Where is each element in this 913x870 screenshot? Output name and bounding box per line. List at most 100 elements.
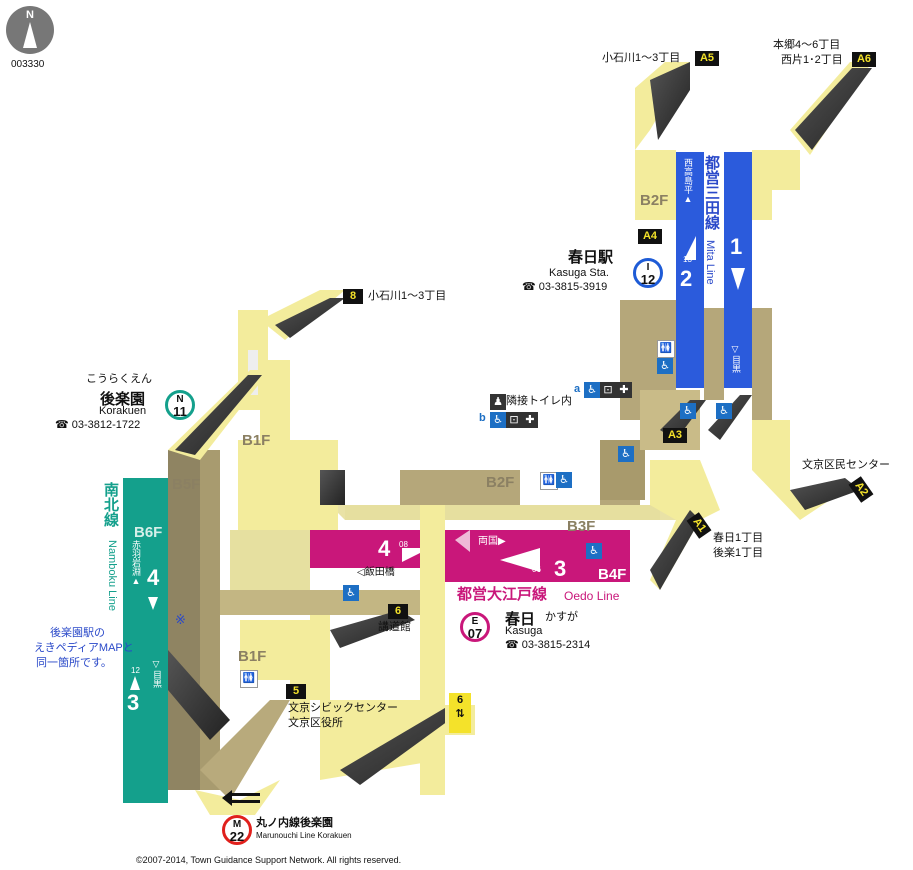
exit-a3[interactable]: A3 (663, 428, 687, 443)
mita-dir-1: ▽目黒 (731, 345, 741, 373)
ekipedia-marker: ※ (175, 612, 186, 627)
kasuga-oedo-line-letter: E (471, 616, 479, 627)
north-label: N (26, 9, 34, 21)
central-concourse (210, 290, 475, 795)
namboku-line-name: 南北線 (102, 482, 119, 527)
wheelchair-icon-b: ♿ (490, 412, 506, 428)
korakuen-phone: ☎ 03-3812-1722 (55, 419, 141, 431)
exit-a5-label: 小石川1～3丁目 (602, 52, 681, 64)
kasuga-mita-line-letter: I (646, 262, 650, 273)
kasuga-mita-phone: ☎ 03-3815-3919 (522, 281, 608, 293)
copyright: ©2007-2014, Town Guidance Support Networ… (136, 855, 402, 865)
korakuen-name: 後楽園 (100, 391, 146, 408)
floor-b6f: B6F (134, 524, 163, 541)
exit-6-label: 講道館 (378, 621, 411, 633)
map-code: 003330 (11, 59, 45, 70)
exit-5-label-1: 文京シビックセンター (288, 702, 398, 714)
toilet-person-icon: ♟ (490, 394, 506, 410)
elevator-icon-a: ♿ (680, 403, 696, 419)
marunouchi-number: 22 (229, 829, 245, 844)
baby-seat-icon: ⊡ (600, 382, 616, 398)
kasuga-oedo-kana: かすが (545, 611, 578, 623)
north-compass: N (6, 6, 54, 54)
mita-platforms (676, 152, 752, 388)
namboku-line-name-en: Namboku Line (106, 540, 118, 611)
namboku-platform (123, 478, 168, 803)
namboku-platform-4: 4 (147, 565, 160, 590)
exit-a6-label-1: 本郷4～6丁目 (773, 39, 841, 51)
exit-a1-label-2: 後楽1丁目 (713, 547, 764, 559)
namboku-dir-4: 赤羽岩淵▲ (131, 540, 141, 586)
kasuga-mita-number-badge: I 12 (633, 258, 663, 288)
ekipedia-note-3: 同一箇所です。 (36, 657, 112, 669)
elevator-icon-mita: ♿ (657, 358, 673, 374)
accessible-icon: ♿ (556, 472, 572, 488)
marunouchi-number-badge: M 22 (222, 815, 252, 845)
marunouchi-arrow (222, 790, 260, 806)
elevator-icon-exit6: ⇅ (455, 708, 465, 720)
mita-line-name: 都営三田線 (703, 155, 720, 230)
oedo-num-08: 08 (399, 540, 408, 549)
mita-dir-2: 西高島平▲ (683, 158, 693, 204)
floor-b3f: B3F (567, 518, 596, 535)
kasuga-mita-number: 12 (640, 272, 656, 287)
marunouchi-name-en: Marunouchi Line Korakuen (256, 831, 352, 840)
kasuga-oedo-name: 春日 (505, 611, 536, 628)
ekipedia-note-2: えきペディアMAPと (34, 642, 134, 654)
oedo-line-name: 都営大江戸線 (457, 586, 548, 603)
namboku-num-12: 12 (131, 666, 140, 675)
kasuga-mita-name: 春日駅 (568, 249, 614, 266)
oedo-dir-4: ◁飯田橋 (357, 567, 395, 578)
ekipedia-note-1: 後楽園駅の (50, 627, 105, 639)
oedo-platform-3: 3 (554, 556, 567, 581)
wheelchair-icon: ♿ (584, 382, 600, 398)
korakuen-kana: こうらくえん (86, 373, 152, 385)
ostomate-icon: ✚ (616, 382, 632, 398)
exit-6-elevator[interactable]: 6⇅ (449, 693, 471, 733)
namboku-dir-3: ▽目黒 (152, 660, 162, 688)
oedo-dir-3: 両国▶ (478, 536, 506, 547)
korakuen-number: 11 (173, 404, 187, 419)
mita-platform-1: 1 (730, 234, 743, 259)
elevator-icon-b: ♿ (716, 403, 732, 419)
restroom-icon-mita: 🚻 (657, 340, 675, 358)
elevator-icon-c: ♿ (618, 446, 634, 462)
namboku-platform-3: 3 (127, 690, 140, 715)
mita-line-name-en: Mita Line (704, 240, 716, 285)
exit-a6-label-2: 西片1･2丁目 (781, 54, 843, 66)
mita-num-13: 13 (683, 255, 692, 264)
exit-a2-label: 文京区民センター (802, 459, 890, 471)
oedo-num-06: 06 (532, 565, 541, 574)
floor-b1f-bottom: B1F (238, 648, 267, 665)
kasuga-oedo-name-en: Kasuga (505, 625, 543, 637)
floor-b4f: B4F (598, 566, 627, 583)
exit-6[interactable]: 6 (388, 604, 408, 619)
marunouchi-name: 丸ノ内線後楽園 (256, 817, 333, 829)
kasuga-oedo-number: 07 (467, 626, 483, 641)
marunouchi-line-letter: M (232, 819, 242, 830)
exit-5[interactable]: 5 (286, 684, 306, 699)
exit-8[interactable]: 8 (343, 289, 363, 304)
exit-a5[interactable]: A5 (695, 51, 719, 66)
floor-b2f-mita: B2F (640, 192, 669, 209)
mita-platform-2: 2 (680, 266, 693, 291)
floor-b2f-oedo: B2F (486, 474, 515, 491)
exit-a4[interactable]: A4 (638, 229, 662, 244)
kasuga-mita-name-en: Kasuga Sta. (549, 267, 609, 279)
elevator-icon-oedo: ♿ (586, 543, 602, 559)
facility-b-label: b (479, 412, 486, 424)
namboku-concourse (168, 370, 290, 815)
baby-seat-icon-b: ⊡ (506, 412, 522, 428)
floor-b5f: B5F (172, 476, 201, 493)
exit-5-label-2: 文京区役所 (288, 717, 343, 729)
kasuga-oedo-number-badge: E 07 (460, 612, 490, 642)
korakuen-line-letter: N (176, 394, 184, 405)
north-arrow-icon (23, 22, 37, 48)
oedo-platform-4: 4 (378, 536, 391, 561)
korakuen-name-en: Korakuen (99, 405, 147, 417)
exit-a1-label-1: 春日1丁目 (713, 532, 764, 544)
kasuga-oedo-phone: ☎ 03-3815-2314 (505, 639, 591, 651)
exit-6b-code: 6 (456, 694, 464, 706)
exit-a6[interactable]: A6 (852, 52, 876, 67)
